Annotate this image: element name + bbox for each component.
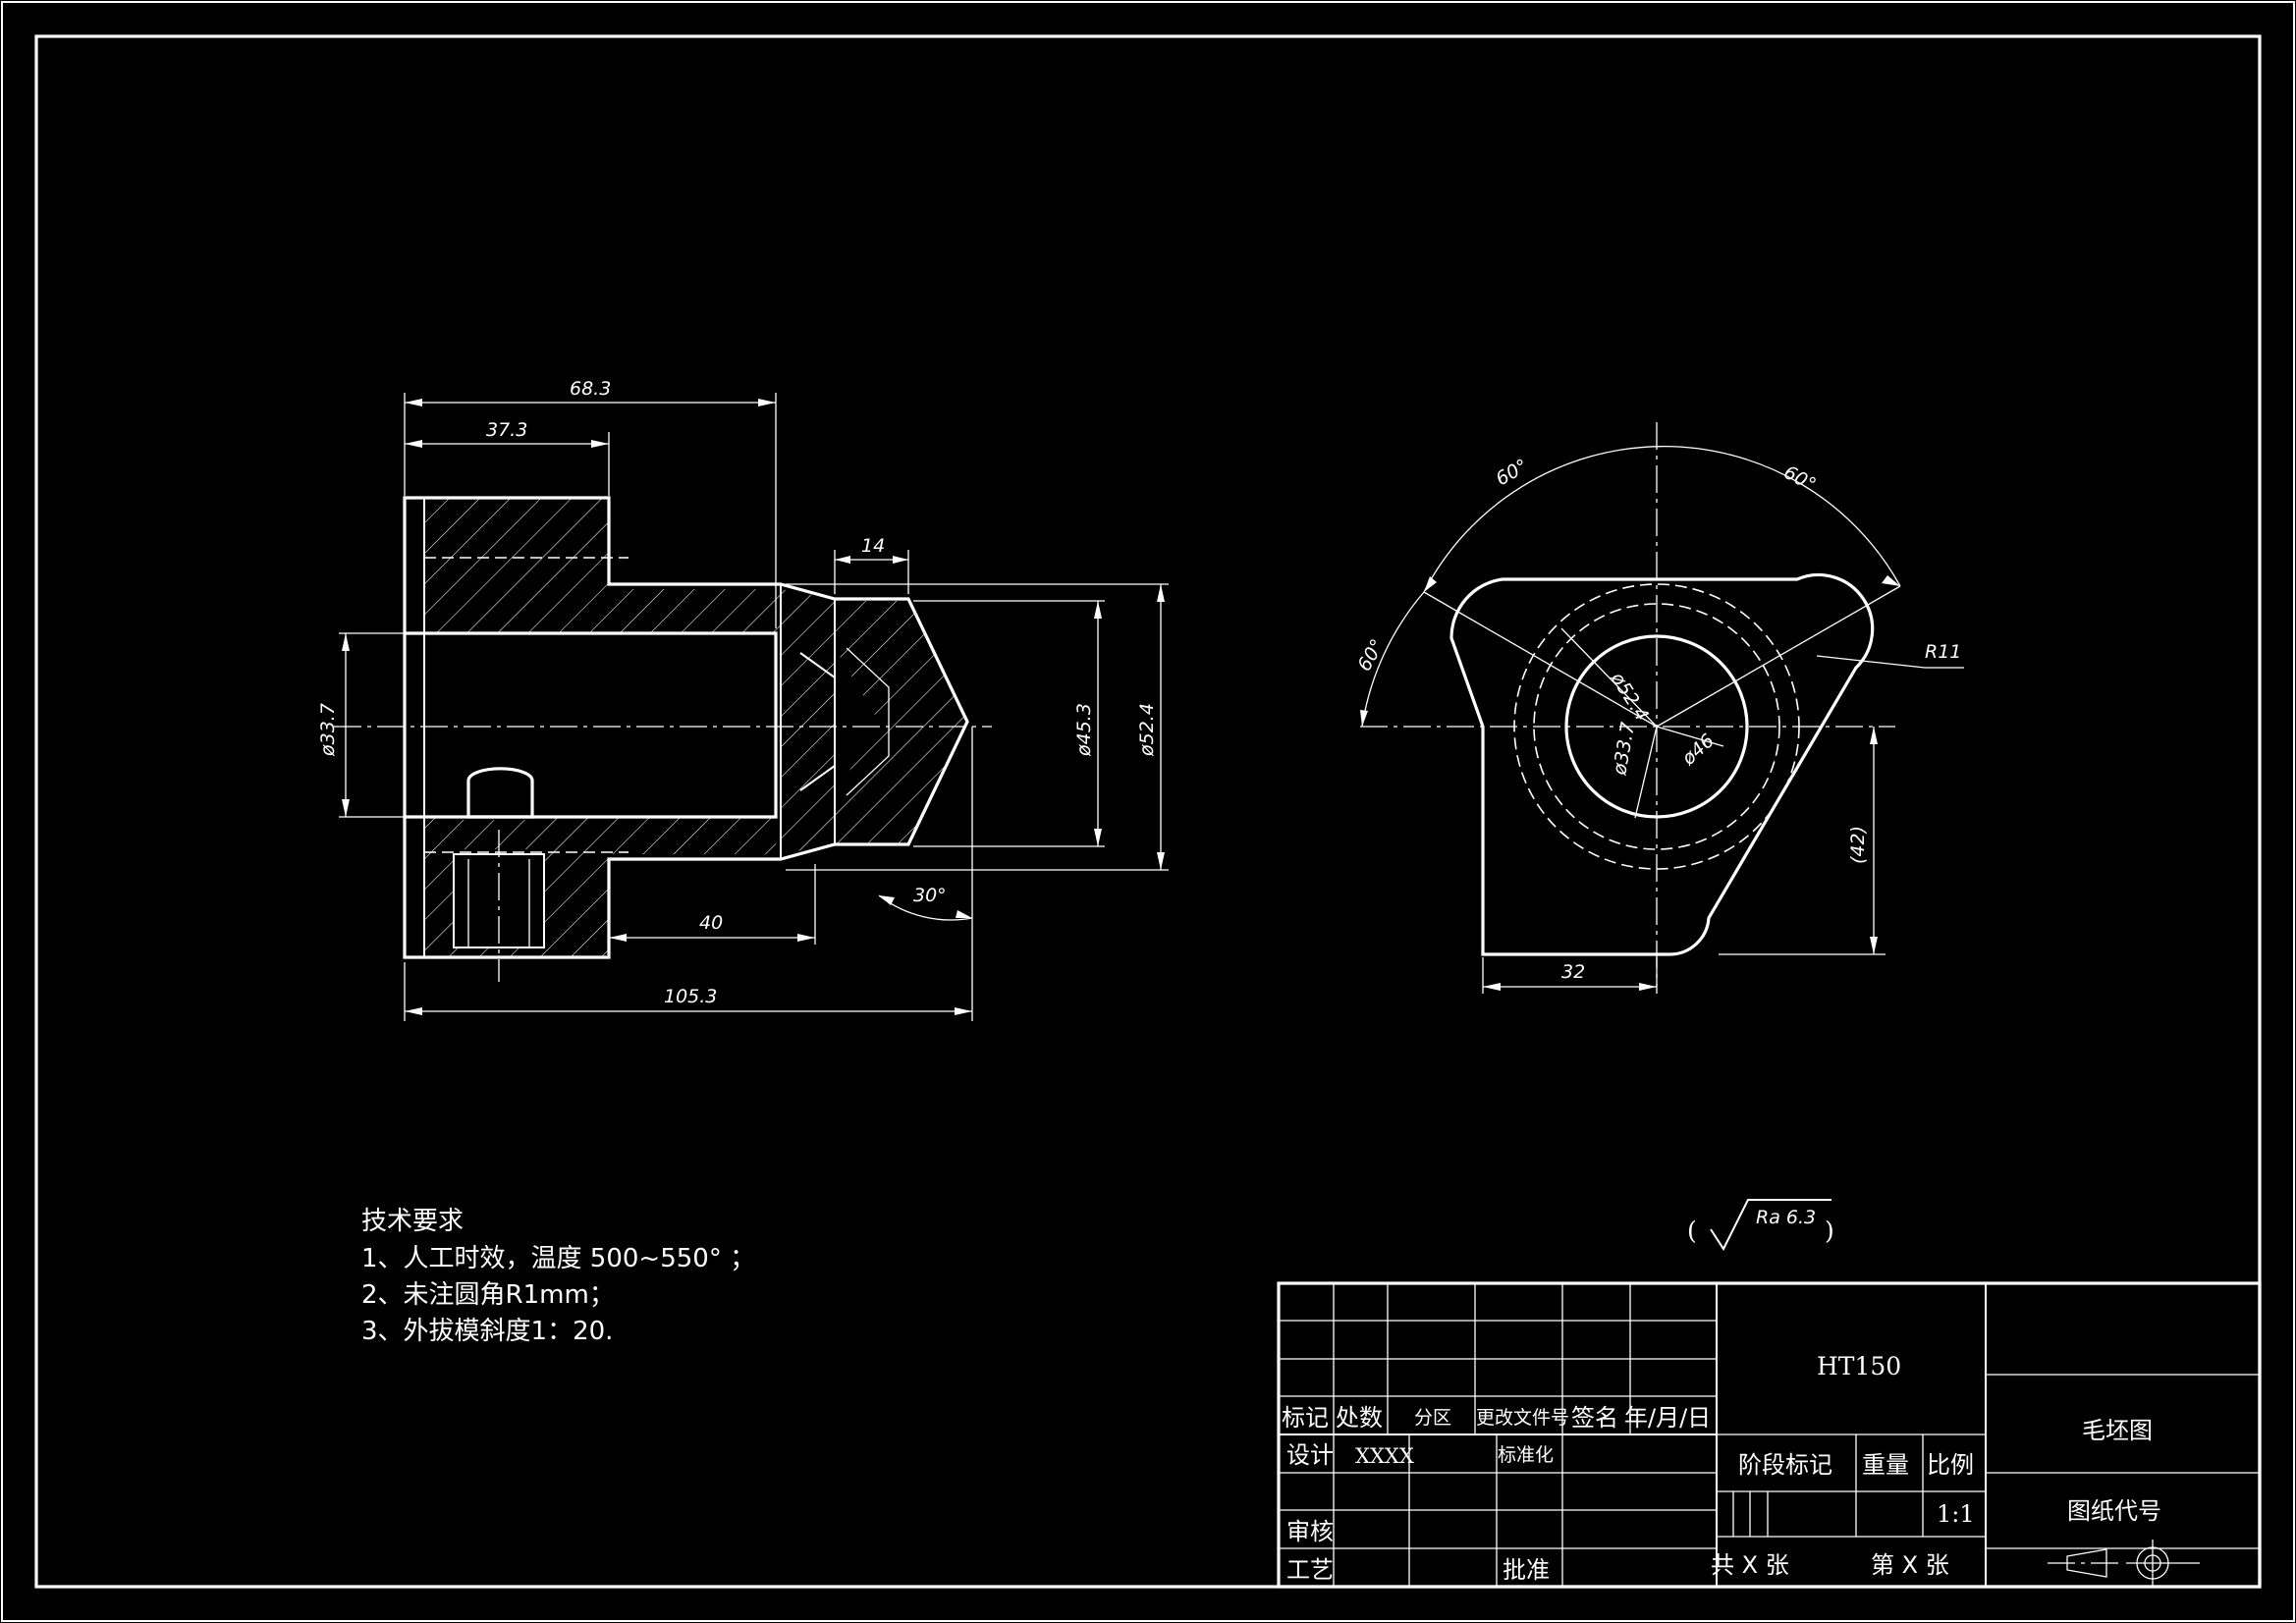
note-item: 3、外拔模斜度1：20. xyxy=(361,1317,613,1346)
side-view: 60° 60° 60° R11 ø52.4 ø33.7 ø46 (42) 32 xyxy=(1353,422,1964,994)
dim-37-3: 37.3 xyxy=(405,419,610,496)
inner-border xyxy=(34,34,2262,1589)
dim-105-3: 105.3 xyxy=(404,727,973,1021)
svg-text:重量: 重量 xyxy=(1862,1451,1909,1479)
notes-heading: 技术要求 xyxy=(361,1207,464,1236)
scale-value: 1:1 xyxy=(1937,1500,1975,1528)
dim-text-side-52: ø52.4 xyxy=(1606,668,1653,725)
dim-text-68-3: 68.3 xyxy=(570,378,611,400)
svg-text:批准: 批准 xyxy=(1503,1556,1550,1584)
svg-text:审核: 审核 xyxy=(1286,1518,1334,1545)
dim-text-60-side: 60° xyxy=(1353,635,1389,675)
roughness-symbol: ( Ra 6.3 ) xyxy=(1687,1199,1834,1252)
dim-text-40: 40 xyxy=(699,912,723,934)
dim-30deg: 30° xyxy=(878,885,973,921)
front-section-view: 68.3 37.3 14 ø33.7 ø45.3 xyxy=(317,378,1169,1021)
dim-text-r11: R11 xyxy=(1925,641,1961,663)
svg-text:年/月/日: 年/月/日 xyxy=(1624,1404,1711,1432)
bore-outline xyxy=(405,631,778,819)
designer-name: XXXX xyxy=(1355,1444,1414,1468)
svg-text:比例: 比例 xyxy=(1927,1451,1974,1479)
drawing-name: 毛坯图 xyxy=(2082,1417,2153,1444)
dim-text-30: 30° xyxy=(913,885,947,906)
svg-text:共 X 张: 共 X 张 xyxy=(1711,1551,1789,1579)
dim-text-37-3: 37.3 xyxy=(486,419,527,441)
dim-text-14: 14 xyxy=(861,535,885,557)
svg-text:签名: 签名 xyxy=(1571,1404,1618,1432)
technical-notes: 技术要求 1、人工时效，温度 500~550° ； 2、未注圆角R1mm； 3、… xyxy=(361,1207,755,1346)
part-outline xyxy=(403,496,969,959)
dim-text-60-right: 60° xyxy=(1780,461,1820,496)
dim-40: 40 xyxy=(609,864,816,945)
material-text: HT150 xyxy=(1817,1352,1901,1380)
svg-text:阶段标记: 阶段标记 xyxy=(1738,1451,1832,1479)
svg-text:): ) xyxy=(1825,1217,1834,1245)
side-outline xyxy=(1449,572,1875,956)
dim-45-3: ø45.3 xyxy=(913,600,1105,847)
dim-bore: ø33.7 xyxy=(317,632,422,818)
note-item: 1、人工时效，温度 500~550° ； xyxy=(361,1244,755,1273)
svg-text:设计: 设计 xyxy=(1286,1441,1334,1469)
roughness-value: Ra 6.3 xyxy=(1756,1207,1816,1228)
dim-text-42: (42) xyxy=(1847,826,1869,864)
title-block: HT150 毛坯图 图纸代号 标记 处数 分区 更改文件号 签名 年/月/日 设… xyxy=(1277,1281,2262,1589)
dim-14: 14 xyxy=(834,535,909,594)
projection-symbol-icon xyxy=(2048,1540,2200,1587)
svg-text:分区: 分区 xyxy=(1414,1407,1451,1429)
dim-52-4: ø52.4 xyxy=(786,583,1169,871)
dim-text-side-33: ø33.7 xyxy=(1609,721,1639,778)
dim-text-32: 32 xyxy=(1561,961,1585,983)
dim-text-side-46: ø46 xyxy=(1677,730,1719,770)
dim-text-45-3: ø45.3 xyxy=(1073,703,1095,757)
svg-text:更改文件号: 更改文件号 xyxy=(1476,1407,1569,1429)
svg-text:处数: 处数 xyxy=(1336,1404,1383,1432)
dim-text-52-4: ø52.4 xyxy=(1136,703,1158,757)
note-item: 2、未注圆角R1mm； xyxy=(361,1280,615,1310)
svg-text:第 X 张: 第 X 张 xyxy=(1871,1551,1949,1579)
svg-text:(: ( xyxy=(1687,1217,1697,1245)
svg-text:工艺: 工艺 xyxy=(1286,1556,1334,1584)
dim-text-105-3: 105.3 xyxy=(664,986,717,1007)
dim-text-bore: ø33.7 xyxy=(317,703,339,757)
drawing-code-label: 图纸代号 xyxy=(2067,1497,2161,1525)
svg-text:标记: 标记 xyxy=(1282,1404,1329,1432)
svg-text:标准化: 标准化 xyxy=(1498,1444,1554,1466)
